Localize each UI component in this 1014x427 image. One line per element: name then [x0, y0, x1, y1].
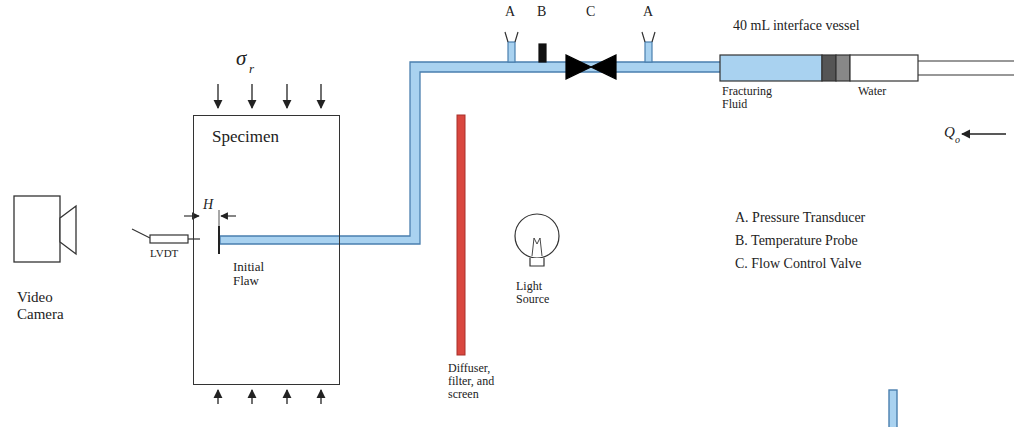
- stress-subscript: r: [249, 62, 254, 76]
- lvdt-sensor: [132, 229, 200, 243]
- key-entry: A. Pressure Transducer: [735, 210, 865, 225]
- flow-subscript: o: [955, 134, 960, 145]
- interface-vessel: [720, 55, 1014, 81]
- tube-fragment: [889, 390, 897, 427]
- diffuser-screen: [457, 115, 465, 355]
- fluid-label: Water: [858, 85, 886, 98]
- callout-letter: A: [643, 4, 653, 19]
- part-label: Initial Flaw: [233, 260, 264, 289]
- key-entry: B. Temperature Probe: [735, 233, 858, 248]
- device-label: Light Source: [516, 280, 549, 306]
- fluid-label: Fracturing Fluid: [722, 85, 772, 111]
- callout-letter: C: [586, 4, 595, 19]
- device-label: Diffuser, filter, and screen: [448, 362, 510, 402]
- callout-letter: A: [505, 4, 515, 19]
- block-title: Specimen: [194, 116, 279, 147]
- device-label: Video Camera: [17, 289, 64, 322]
- sensor-label: LVDT: [150, 247, 178, 259]
- dimension-label: H: [203, 197, 213, 212]
- dimension-arrows: [184, 210, 236, 228]
- callout-letter: B: [537, 4, 546, 19]
- light-bulb: [515, 214, 559, 266]
- video-camera: [14, 196, 76, 262]
- flow-symbol: Q: [944, 124, 955, 141]
- flow-arrow: [962, 133, 1006, 134]
- key-entry: C. Flow Control Valve: [735, 256, 862, 271]
- vessel-label: 40 mL interface vessel: [733, 18, 860, 33]
- stress-symbol: σ: [236, 47, 246, 70]
- pipe-fittings: [505, 32, 655, 79]
- fluid-pipe: [219, 62, 722, 254]
- specimen-block: Specimen: [193, 115, 340, 385]
